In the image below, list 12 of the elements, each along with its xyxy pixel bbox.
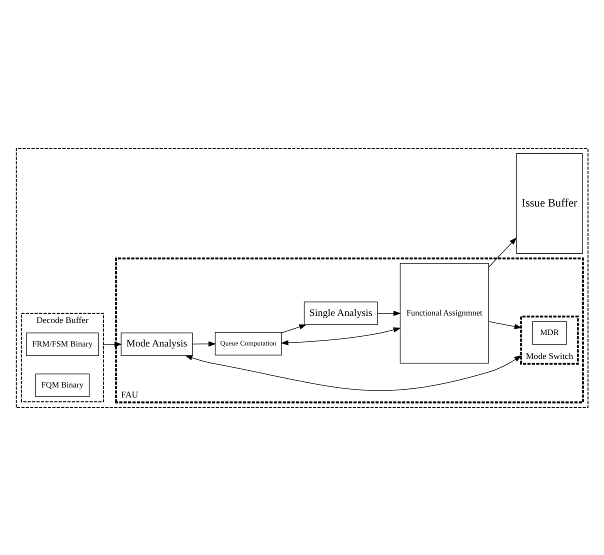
arrow — [280, 326, 401, 345]
arrow — [488, 236, 517, 268]
node-box: Issue Buffer — [516, 152, 583, 254]
arrow — [192, 340, 216, 346]
arrow — [281, 324, 307, 333]
arrow — [184, 354, 522, 390]
node-box: Mode Analysis — [120, 332, 193, 356]
arrow — [488, 320, 522, 329]
node-box: Single Analysis — [304, 301, 378, 325]
arrow — [377, 310, 402, 316]
cluster — [16, 148, 588, 408]
arrow — [103, 341, 122, 346]
